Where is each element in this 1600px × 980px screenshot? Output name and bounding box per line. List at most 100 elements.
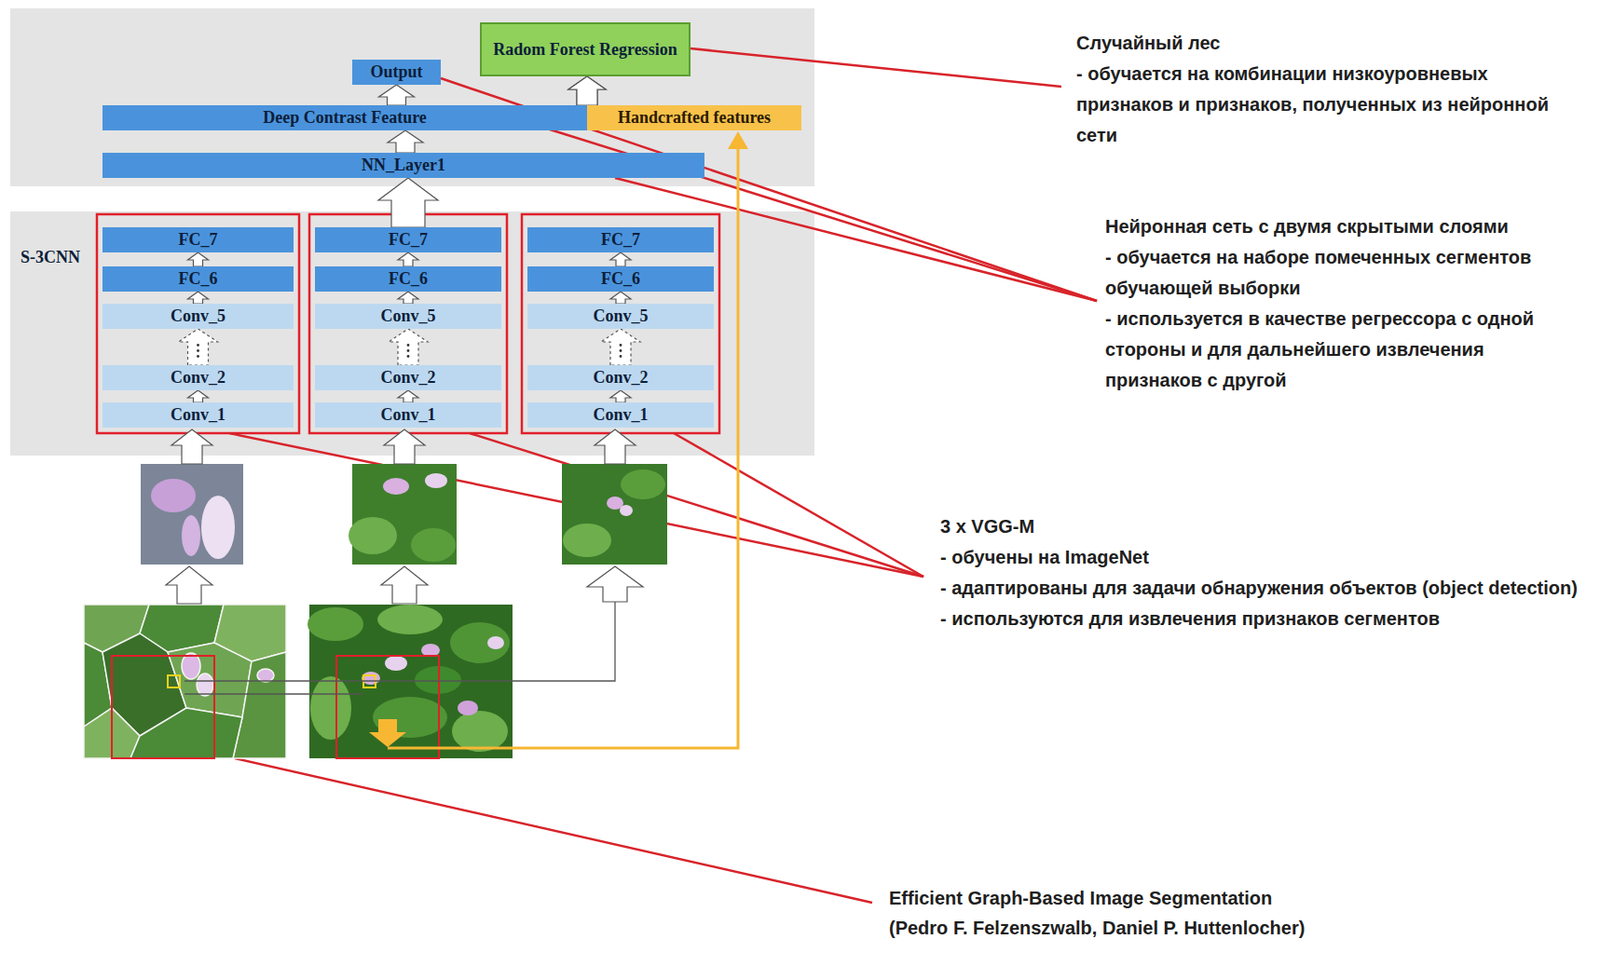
layer-bar: Conv_1 [102,402,294,428]
node-label: Conv_5 [170,305,226,328]
hollow-arrow [188,291,209,304]
segment-crop [561,464,668,565]
segment-crop [140,464,244,565]
hollow-arrow [188,390,209,403]
segmented-image [232,652,287,759]
segmented-image [257,669,274,683]
hollow-arrow [165,566,213,604]
node-label: Conv_2 [170,367,226,389]
layer-bar: Conv_1 [314,402,502,428]
hollow-arrow [387,130,424,153]
ellipsis-dot [619,349,623,353]
red-frame [521,214,720,434]
hollow-arrow [601,328,641,366]
segment-crop [201,495,235,560]
leader-line [690,48,1062,87]
ellipsis-dot [407,343,411,347]
layer-bar: FC_6 [102,266,294,292]
source-photo [487,636,505,650]
segment-crop [410,528,456,562]
leader-line [673,433,924,577]
segmented-image [167,642,252,718]
layer-bar: Conv_2 [527,365,714,391]
leader-line [229,433,924,577]
layer-bar: Conv_5 [314,303,502,329]
hollow-arrow [388,328,428,366]
hollow-arrow [397,252,419,267]
hollow-arrow [378,177,438,228]
annotation-block: Нейронная сеть с двумя скрытыми слоями- … [1105,211,1553,397]
node-label: Conv_1 [380,404,436,426]
handcrafted-feature-arrow [369,719,407,748]
hollow-arrow [568,76,606,106]
panel-title: S-3CNN [20,246,81,269]
node-label: Conv_1 [170,404,226,426]
guide-line [184,601,616,695]
segment-crop [140,464,668,565]
source-photo [307,607,364,642]
hollow-arrow [188,252,209,267]
node-label: FC_7 [178,229,219,251]
hollow-arrow [610,291,631,304]
red-frame [96,214,300,434]
layer-bar: Conv_5 [527,303,714,329]
regressor-box: Radom Forest Regression [479,22,691,77]
node-label: Radom Forest Regression [492,39,677,61]
node-label: Conv_2 [592,367,648,389]
network-panel: S-3CNN FC_7FC_6Conv_5Conv_2Conv_1 FC_7FC_6… [10,211,815,456]
ellipsis-dot [196,355,200,358]
annotation-text: - обучены на ImageNet [940,542,1588,574]
hollow-arrow [568,76,606,106]
red-frame [96,214,720,434]
segmented-image [130,708,243,759]
hollow-arrow [381,566,428,604]
segment-crop [619,505,633,517]
leader-line [469,433,924,577]
node-label: FC_6 [601,268,641,290]
handcrafted-feature-arrow [369,131,749,749]
background-panel [10,8,815,187]
layer-bar: FC_7 [527,227,714,253]
source-photo [457,700,479,716]
annotation-text: Случайный лес [1076,27,1585,59]
node-label: Handcrafted features [617,107,771,129]
annotation-block: Случайный лес- обучается на комбинации н… [1076,27,1585,151]
hollow-arrow [387,130,424,153]
segment-crop [150,478,196,513]
segment-crop [382,478,410,495]
hollow-arrow [601,328,641,366]
guide-line [184,693,364,695]
hollow-arrow [178,328,219,366]
node-label: Output [369,61,423,83]
node-label: Conv_2 [380,367,436,389]
hollow-arrow [378,177,438,228]
node-label: Conv_1 [592,404,648,426]
segmented-image [196,673,214,697]
node-label: Conv_5 [380,305,436,328]
layer-bar: NN_Layer1 [102,152,705,178]
layer-bar: Conv_1 [527,402,714,428]
source-photo [310,676,352,740]
annotation-text: 3 x VGG-M [940,511,1588,543]
hollow-arrow [587,566,643,602]
segment-crop [562,523,612,558]
hollow-arrow [171,429,213,465]
node-label: Deep Contrast Feature [262,107,427,129]
annotation-text: Efficient Graph-Based Image Segmentation… [888,883,1337,944]
layer-bar: Conv_2 [102,365,294,391]
ellipsis-dot [196,343,200,347]
hollow-arrow [568,76,606,106]
segment-crop [181,515,201,557]
segment-crop [620,469,666,500]
hollow-arrow [610,291,631,304]
annotation-block: Efficient Graph-Based Image Segmentation… [888,883,1337,944]
hollow-arrow [610,390,631,403]
hollow-arrow [178,328,219,366]
layer-bar: FC_7 [314,227,502,253]
hollow-arrow [568,76,606,106]
hollow-arrow [379,84,415,106]
background-panel [10,211,815,456]
